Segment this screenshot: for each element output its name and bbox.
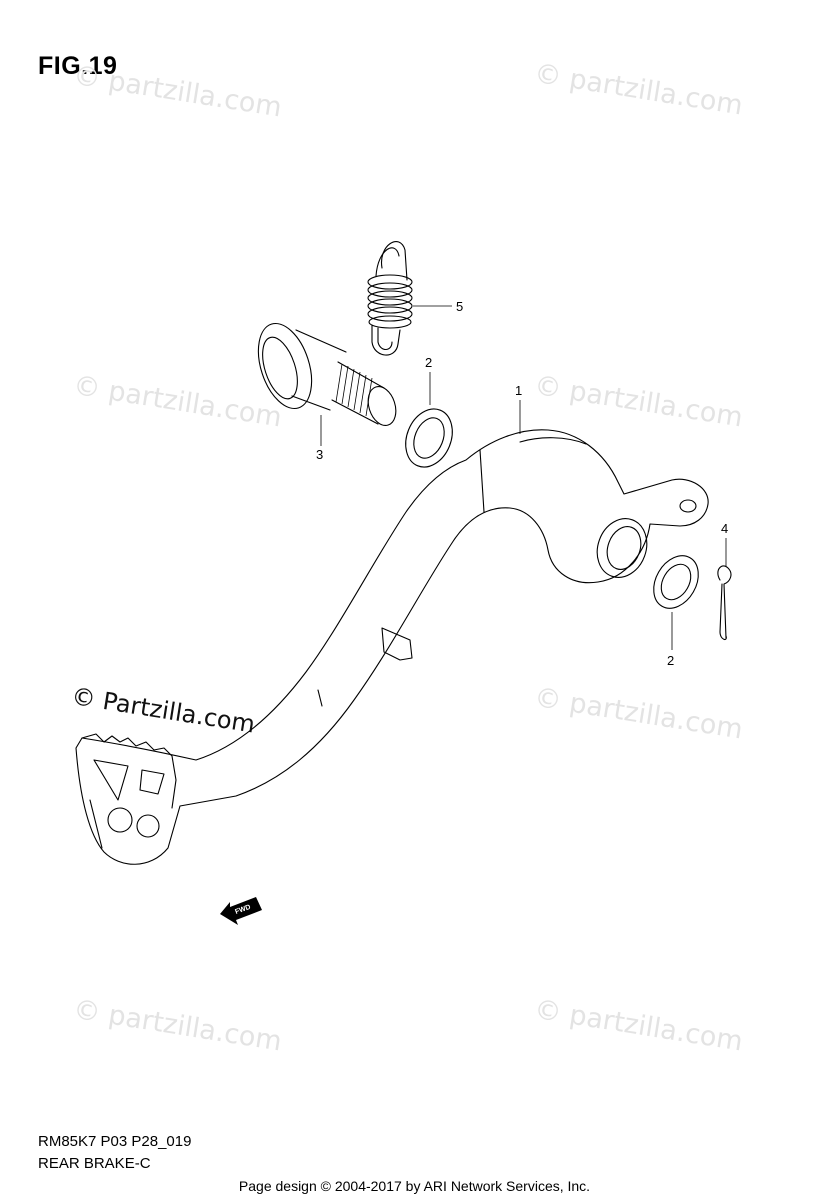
callout-5: 5 xyxy=(456,299,463,314)
page-credit: Page design © 2004-2017 by ARI Network S… xyxy=(238,1178,591,1194)
callout-2-upper: 2 xyxy=(425,355,432,370)
callout-2-lower: 2 xyxy=(667,653,674,668)
callout-1: 1 xyxy=(515,383,522,398)
spring-part[interactable] xyxy=(367,241,413,356)
washer-part-upper[interactable] xyxy=(397,402,460,474)
washer-part-lower[interactable] xyxy=(645,548,708,616)
callout-3: 3 xyxy=(316,447,323,462)
diagram-code: RM85K7 P03 P28_019 xyxy=(38,1133,192,1150)
forward-arrow-icon: FWD xyxy=(220,897,262,925)
pivot-bolt-part[interactable] xyxy=(249,317,401,429)
diagram-name: REAR BRAKE-C xyxy=(38,1155,151,1172)
callout-4: 4 xyxy=(721,521,728,536)
figure-title: FIG.19 xyxy=(38,52,118,80)
brake-pedal-part[interactable] xyxy=(75,429,709,865)
cotter-pin-part[interactable] xyxy=(717,565,732,641)
